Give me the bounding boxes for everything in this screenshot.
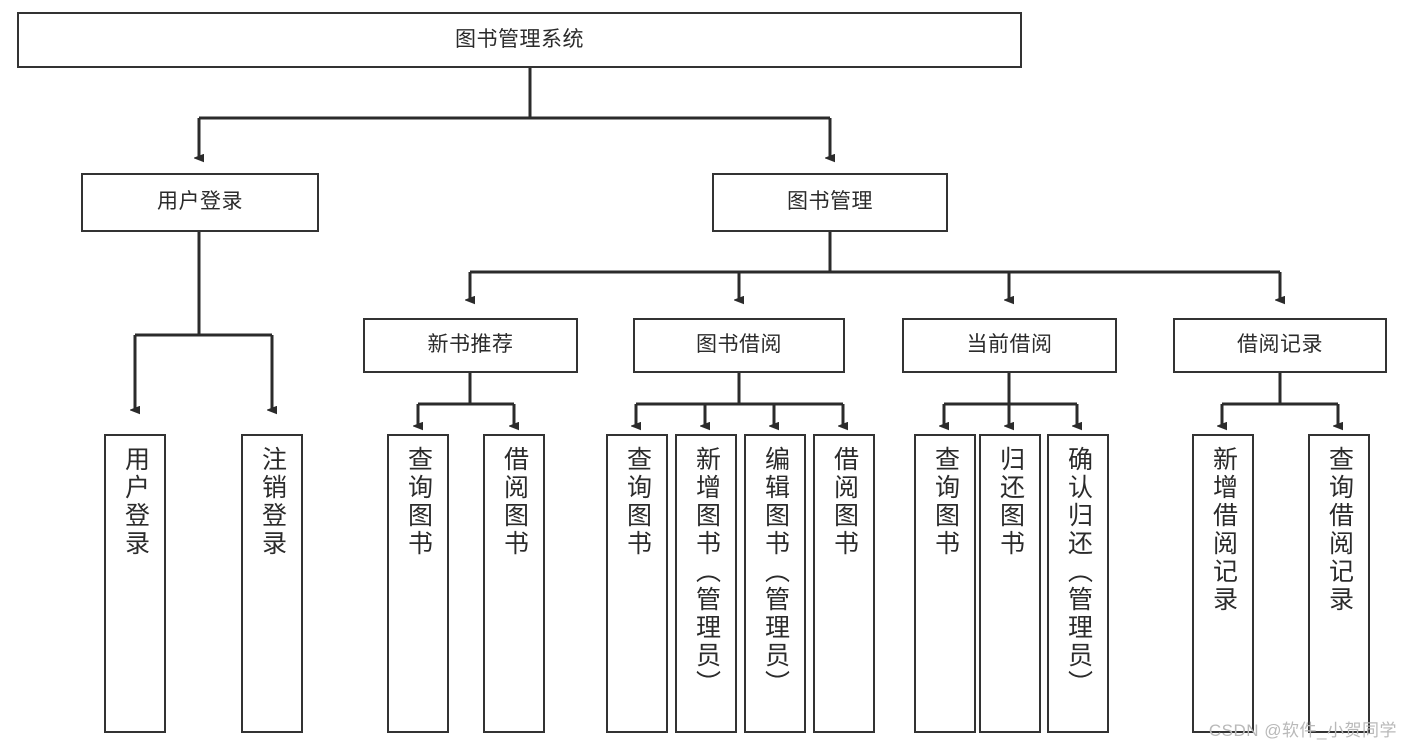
node-leaf-confirm-return-label: 确认归还（管理员）: [1064, 446, 1093, 698]
node-new-book-recommend[interactable]: 新书推荐: [363, 318, 578, 373]
node-book-manage-label: 图书管理: [787, 190, 873, 214]
node-book-manage[interactable]: 图书管理: [712, 173, 948, 232]
node-current-borrow[interactable]: 当前借阅: [902, 318, 1117, 373]
node-leaf-query-book-1[interactable]: 查询图书: [387, 434, 449, 733]
node-current-borrow-label: 当前借阅: [966, 333, 1053, 357]
node-root-system-label: 图书管理系统: [455, 27, 584, 51]
node-leaf-add-book[interactable]: 新增图书（管理员）: [675, 434, 737, 733]
node-leaf-user-login[interactable]: 用户登录: [104, 434, 166, 733]
node-leaf-return-book[interactable]: 归还图书: [979, 434, 1041, 733]
node-borrow-record-label: 借阅记录: [1237, 333, 1323, 357]
csdn-watermark: CSDN @软件_小贺同学: [1208, 721, 1397, 740]
node-leaf-borrow-book-2[interactable]: 借阅图书: [813, 434, 875, 733]
node-leaf-logout-login[interactable]: 注销登录: [241, 434, 303, 733]
node-root-system[interactable]: 图书管理系统: [17, 12, 1022, 68]
node-leaf-query-book-2-label: 查询图书: [623, 446, 652, 558]
node-leaf-query-book-2[interactable]: 查询图书: [606, 434, 668, 733]
node-leaf-borrow-book-1-label: 借阅图书: [500, 446, 529, 558]
node-leaf-query-record-label: 查询借阅记录: [1325, 446, 1354, 614]
node-leaf-return-book-label: 归还图书: [996, 446, 1025, 558]
node-leaf-query-record[interactable]: 查询借阅记录: [1308, 434, 1370, 733]
node-leaf-borrow-book-1[interactable]: 借阅图书: [483, 434, 545, 733]
node-leaf-edit-book[interactable]: 编辑图书（管理员）: [744, 434, 806, 733]
node-leaf-query-book-3-label: 查询图书: [931, 446, 960, 558]
node-leaf-add-book-label: 新增图书（管理员）: [692, 446, 721, 698]
node-user-login[interactable]: 用户登录: [81, 173, 319, 232]
node-leaf-edit-book-label: 编辑图书（管理员）: [761, 446, 790, 698]
node-leaf-query-book-1-label: 查询图书: [404, 446, 433, 558]
node-new-book-recommend-label: 新书推荐: [427, 333, 514, 357]
node-leaf-add-record[interactable]: 新增借阅记录: [1192, 434, 1254, 733]
node-leaf-query-book-3[interactable]: 查询图书: [914, 434, 976, 733]
node-leaf-confirm-return[interactable]: 确认归还（管理员）: [1047, 434, 1109, 733]
node-leaf-borrow-book-2-label: 借阅图书: [830, 446, 859, 558]
node-book-borrow-label: 图书借阅: [696, 333, 782, 357]
node-leaf-logout-login-label: 注销登录: [258, 446, 287, 558]
node-user-login-label: 用户登录: [157, 190, 243, 214]
node-book-borrow[interactable]: 图书借阅: [633, 318, 845, 373]
node-leaf-add-record-label: 新增借阅记录: [1209, 446, 1238, 614]
node-borrow-record[interactable]: 借阅记录: [1173, 318, 1387, 373]
node-leaf-user-login-label: 用户登录: [121, 446, 150, 558]
